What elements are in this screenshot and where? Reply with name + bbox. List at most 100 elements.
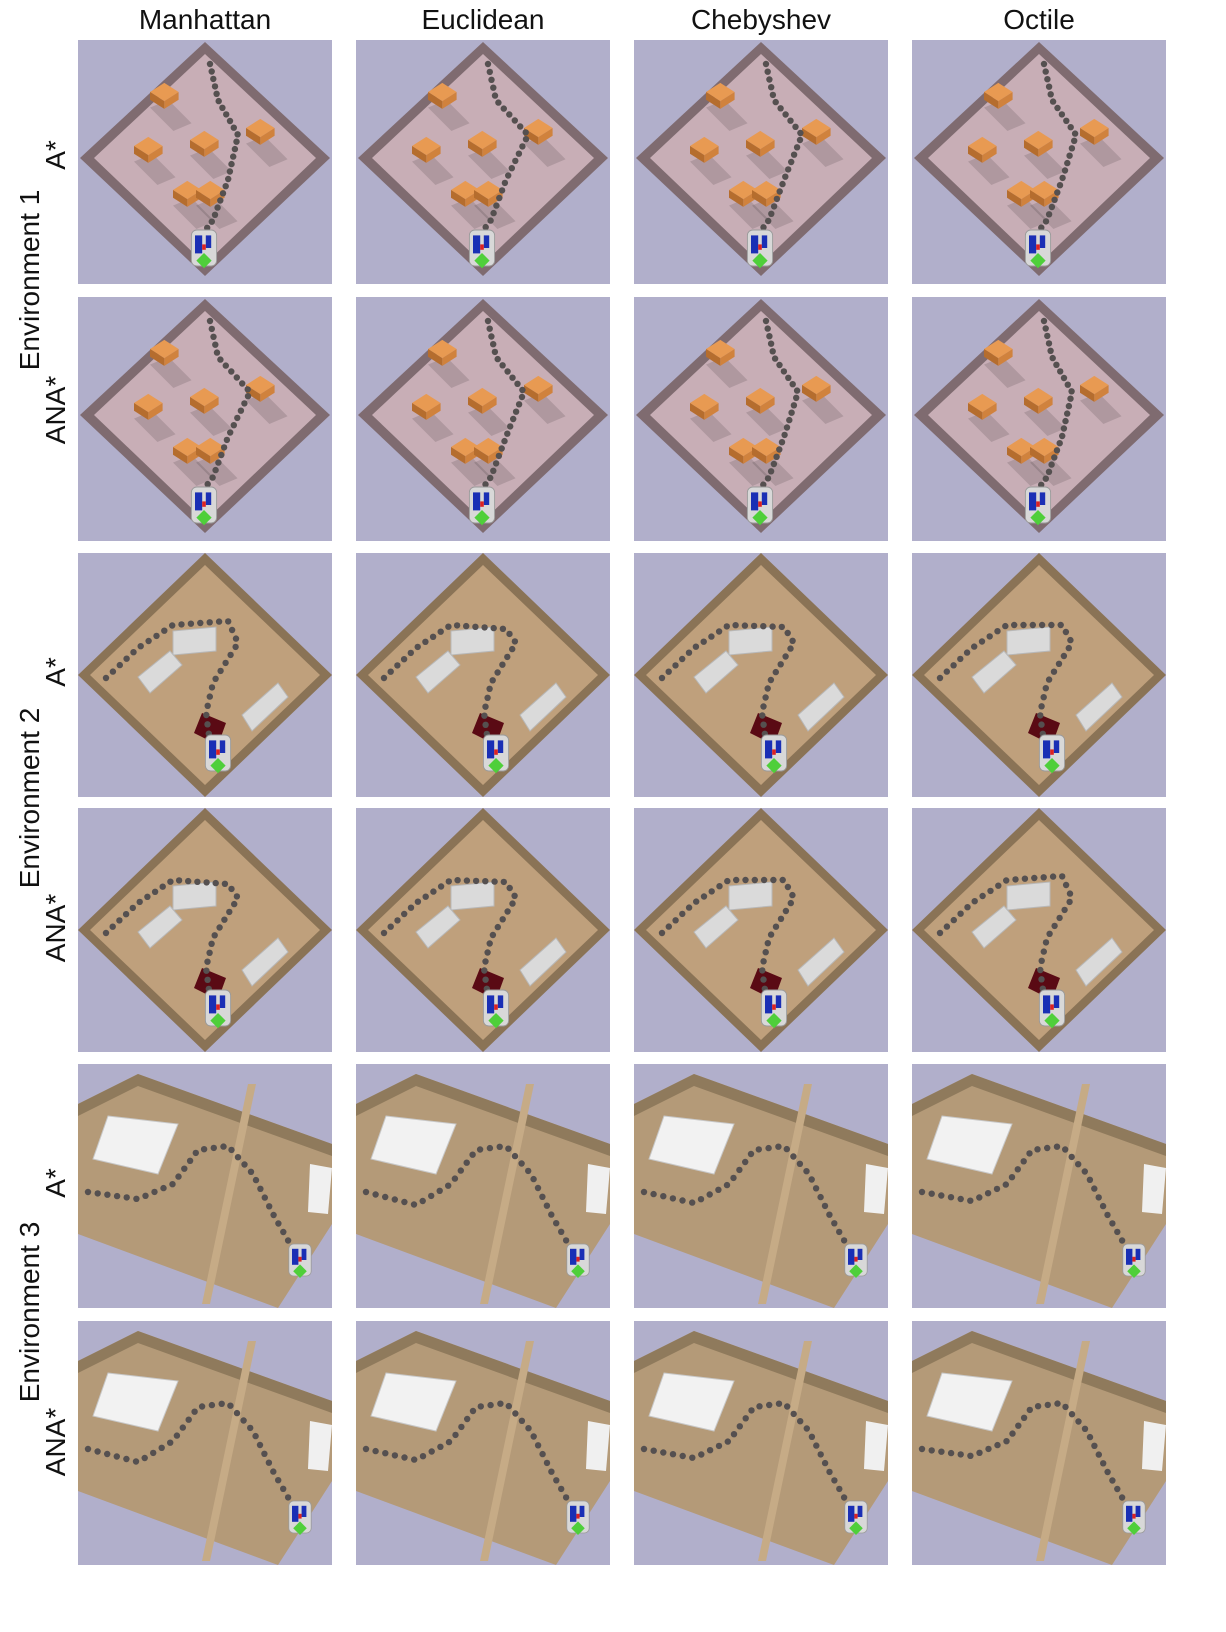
path-dot-icon	[640, 1188, 648, 1196]
path-dot-icon	[144, 893, 151, 900]
path-dot-icon	[208, 1401, 216, 1409]
path-dot-icon	[102, 929, 110, 937]
path-dot-icon	[950, 662, 957, 669]
path-dot-icon	[208, 684, 216, 691]
obstacle-box-icon	[246, 118, 288, 167]
path-dot-icon	[918, 1445, 926, 1453]
path-dot-icon	[1057, 621, 1064, 629]
path-dot-icon	[362, 1445, 370, 1453]
path-dot-icon	[817, 1451, 824, 1458]
path-dot-icon	[228, 885, 235, 893]
robot-icon	[288, 1500, 312, 1535]
path-dot-icon	[265, 1459, 273, 1466]
path-dot-icon	[1060, 374, 1068, 382]
path-dot-icon	[760, 703, 767, 710]
path-dot-icon	[985, 1445, 992, 1453]
robot-icon	[844, 1500, 868, 1535]
path-dot-icon	[1040, 948, 1047, 955]
path-dot-icon	[252, 1432, 259, 1440]
panel-env1-astar-euclidean	[356, 40, 610, 284]
path-dot-icon	[947, 1449, 955, 1457]
path-dot-icon	[495, 99, 502, 106]
path-dot-icon	[191, 1408, 198, 1415]
path-dot-icon	[109, 668, 117, 675]
path-dot-icon	[141, 1454, 148, 1462]
scene-env1-anastar-manhattan	[78, 297, 332, 541]
path-dot-icon	[1059, 174, 1066, 182]
path-dot-icon	[1066, 152, 1073, 159]
obstacle-box-icon	[137, 650, 183, 694]
robot-icon	[204, 989, 232, 1029]
path-dot-icon	[227, 429, 234, 436]
path-dot-icon	[519, 386, 526, 394]
obstacle-box-icon	[971, 650, 1017, 694]
path-dot-icon	[247, 1424, 254, 1432]
path-dot-icon	[463, 1159, 470, 1166]
obstacle-box-icon	[690, 393, 732, 442]
path-dot-icon	[232, 635, 240, 642]
path-dot-icon	[411, 1456, 418, 1463]
robot-icon	[482, 989, 510, 1029]
scene-env3-astar-manhattan	[78, 1064, 332, 1308]
path-dot-icon	[151, 888, 159, 895]
path-dot-icon	[225, 175, 232, 183]
path-dot-icon	[640, 1445, 648, 1453]
path-dot-icon	[214, 204, 221, 211]
path-dot-icon	[218, 1400, 225, 1407]
panel-env1-astar-manhattan	[78, 40, 332, 284]
path-dot-icon	[270, 1211, 277, 1219]
path-dot-icon	[782, 111, 789, 118]
path-dot-icon	[1057, 368, 1064, 375]
path-dot-icon	[543, 1202, 551, 1209]
path-dot-icon	[233, 1409, 241, 1417]
path-dot-icon	[222, 183, 229, 190]
obstacle-box-icon	[92, 1115, 179, 1175]
obstacle-box-icon	[370, 1115, 457, 1175]
path-dots	[362, 1143, 575, 1253]
path-dot-icon	[499, 625, 507, 632]
path-dot-icon	[486, 940, 493, 947]
path-dot-icon	[672, 662, 679, 669]
path-dot-icon	[792, 123, 799, 130]
path-dot-icon	[742, 1158, 749, 1166]
path-dot-icon	[751, 876, 758, 884]
path-dot-icon	[1075, 1161, 1082, 1168]
path-dot-icon	[518, 1160, 525, 1167]
path-dot-icon	[506, 630, 513, 638]
path-dot-icon	[715, 1186, 722, 1193]
path-dot-icon	[482, 703, 489, 710]
path-dot-icon	[781, 431, 788, 439]
path-dot-icon	[759, 712, 766, 719]
obstacle-box-icon	[971, 905, 1017, 949]
path-dot-icon	[797, 129, 804, 137]
path-dot-icon	[116, 661, 123, 669]
path-dot-icon	[231, 145, 239, 153]
path-dot-icon	[1047, 91, 1054, 98]
path-dot-icon	[167, 1439, 174, 1446]
panel-env2-anastar-manhattan	[78, 808, 332, 1052]
obstacle-box-icon	[1080, 375, 1122, 424]
path-dot-icon	[484, 949, 491, 956]
path-dot-icon	[230, 153, 237, 160]
path-dot-icon	[233, 374, 240, 381]
path-dot-icon	[808, 1176, 815, 1183]
path-dot-icon	[534, 1442, 542, 1449]
path-dot-icon	[508, 165, 515, 172]
path-dot-icon	[1062, 417, 1069, 425]
path-dot-icon	[665, 668, 672, 675]
path-dot-icon	[708, 633, 715, 640]
path-dot-icon	[515, 150, 523, 157]
path-dot-icon	[967, 1452, 974, 1459]
path-dot-icon	[509, 374, 516, 381]
path-dot-icon	[692, 643, 700, 650]
path-dot-icon	[760, 481, 767, 488]
path-dot-icon	[142, 1192, 149, 1199]
scene-env1-astar-chebyshev	[634, 40, 888, 284]
path-dot-icon	[987, 887, 994, 895]
obstacle-box-icon	[690, 136, 732, 185]
robot-icon	[204, 734, 232, 774]
robot-icon	[1122, 1500, 1146, 1535]
path-dot-icon	[767, 676, 775, 684]
path-dot-icon	[1054, 189, 1061, 196]
panel-env2-astar-chebyshev	[634, 553, 888, 797]
